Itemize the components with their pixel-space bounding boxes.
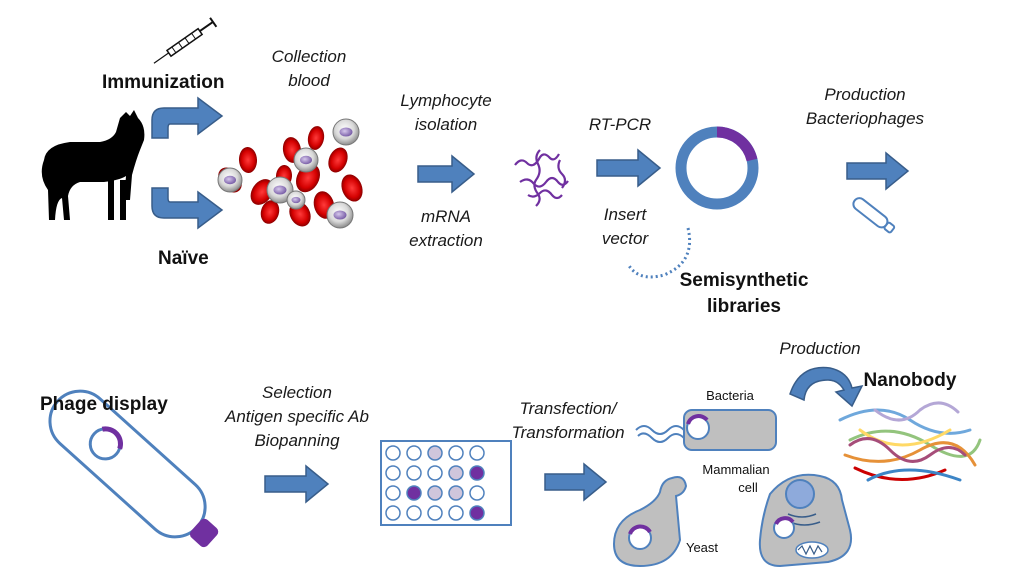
- bacteria-icon: [635, 409, 777, 451]
- well: [469, 485, 485, 501]
- label-vector: vector: [602, 229, 650, 248]
- cell-nucleus: [224, 175, 236, 185]
- well: [448, 465, 464, 481]
- cell-nucleus: [333, 210, 347, 220]
- label-production-bottom: Production: [779, 339, 860, 358]
- label-biopanning: Biopanning: [254, 431, 340, 450]
- phage-icon: [852, 197, 896, 234]
- blood-cells-icon: [217, 118, 363, 229]
- arrow-to-phage: [846, 151, 910, 191]
- well: [406, 505, 422, 521]
- cell-nucleus: [339, 127, 353, 137]
- label-nanobody: Nanobody: [864, 370, 957, 391]
- label-antigen-specific: Antigen specific Ab: [224, 407, 369, 426]
- well: [427, 445, 443, 461]
- arrow-to-plate: [264, 464, 330, 504]
- label-insert: Insert: [604, 205, 648, 224]
- label-production-top: Production: [824, 85, 905, 104]
- label-isolation: isolation: [415, 115, 477, 134]
- red-blood-cell: [307, 126, 325, 150]
- rna-strand-icon: [514, 149, 569, 207]
- well: [427, 505, 443, 521]
- mammalian-cell-icon: [758, 473, 852, 568]
- phage-display-icon: [48, 389, 219, 548]
- well: [385, 445, 401, 461]
- label-cell: cell: [738, 480, 758, 495]
- well: [385, 465, 401, 481]
- label-libraries: libraries: [707, 296, 781, 317]
- label-transformation: Transformation: [511, 423, 624, 442]
- llama-icon: [41, 110, 145, 220]
- label-immunization: Immunization: [102, 72, 224, 93]
- well: [406, 485, 422, 501]
- well-plate-icon: [380, 440, 512, 526]
- label-naive: Naïve: [158, 248, 209, 269]
- yeast-icon: [612, 476, 688, 568]
- well: [385, 505, 401, 521]
- well: [427, 465, 443, 481]
- label-bacteria: Bacteria: [706, 388, 754, 403]
- fork-arrow-icon: [151, 96, 224, 230]
- arrow-to-plasmid: [596, 148, 662, 188]
- arrow-to-cells: [544, 462, 608, 502]
- arrow-to-rna: [417, 154, 476, 194]
- well: [406, 445, 422, 461]
- cell-nucleus: [273, 185, 287, 195]
- red-blood-cell: [260, 200, 280, 224]
- red-blood-cell: [328, 147, 348, 173]
- plasmid-icon: [675, 126, 759, 210]
- well: [448, 485, 464, 501]
- well: [448, 445, 464, 461]
- well: [406, 465, 422, 481]
- well: [469, 505, 485, 521]
- label-transfection: Transfection/: [519, 399, 618, 418]
- well: [469, 465, 485, 481]
- well: [469, 445, 485, 461]
- label-phage-display: Phage display: [40, 394, 168, 415]
- cell-nucleus: [300, 155, 312, 165]
- well: [385, 485, 401, 501]
- label-selection: Selection: [262, 383, 332, 402]
- syringe-icon: [153, 17, 218, 64]
- label-bacteriophages: Bacteriophages: [806, 109, 925, 128]
- red-blood-cell: [341, 174, 363, 202]
- well: [427, 485, 443, 501]
- nanobody-protein-icon: [838, 401, 982, 482]
- red-blood-cell: [238, 147, 258, 173]
- well: [448, 505, 464, 521]
- cell-nucleus: [291, 196, 301, 204]
- label-blood: blood: [288, 71, 330, 90]
- label-rt-pcr: RT-PCR: [589, 115, 651, 134]
- label-semisynthetic: Semisynthetic: [680, 270, 809, 291]
- label-mrna: mRNA: [421, 207, 471, 226]
- label-lymphocyte: Lymphocyte: [400, 91, 491, 110]
- label-yeast: Yeast: [686, 540, 718, 555]
- label-extraction: extraction: [409, 231, 483, 250]
- label-collection: Collection: [272, 47, 347, 66]
- label-mammalian: Mammalian: [702, 462, 769, 477]
- curved-production-arrow: [789, 366, 864, 408]
